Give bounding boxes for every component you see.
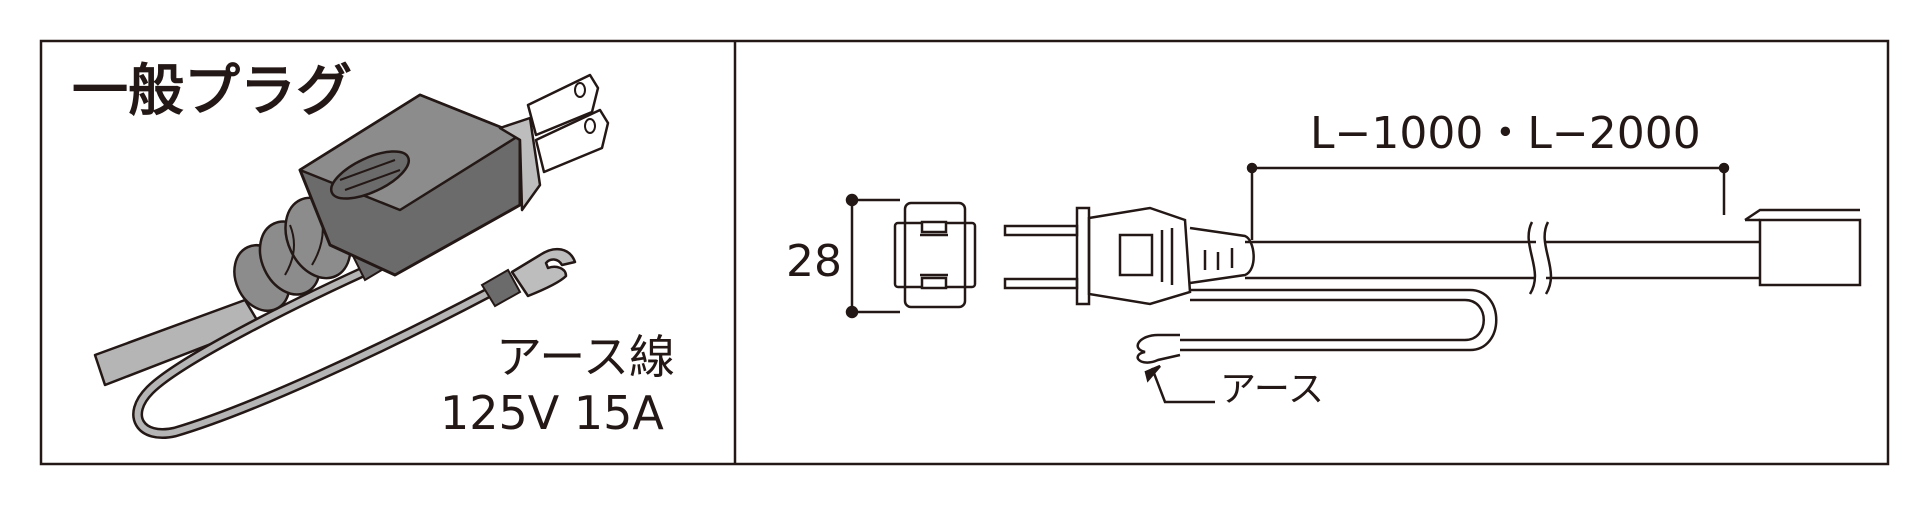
main-cord [93,298,262,387]
earth-wire-label: アース線 [496,330,675,384]
general-plug-illustration [93,73,610,439]
dimension-label: 28 [786,236,842,287]
earth-label: アース [1220,369,1325,410]
rating-label: 125V 15A [440,386,664,440]
side-prong-lower [1003,277,1079,290]
plug-dimension-drawing [845,162,1862,404]
cord-break-symbol [1527,221,1537,295]
earth-leader-line [1150,367,1215,404]
side-earth-fork [1136,333,1181,364]
side-strain-relief [1189,226,1255,285]
side-earth-wire [1180,288,1498,352]
outer-frame [39,39,1890,466]
earth-crimp [480,268,522,308]
heater-end [1758,218,1862,287]
earth-fork-terminal [510,247,577,298]
side-prong-upper [1003,224,1079,237]
plug-face-plate [498,116,542,212]
length-label: L−1000・L−2000 [1310,108,1701,159]
plug-front-face [903,201,967,309]
side-plug-body [1087,206,1192,306]
plug-grip [330,150,410,200]
panel-title: 一般プラグ [72,59,352,124]
